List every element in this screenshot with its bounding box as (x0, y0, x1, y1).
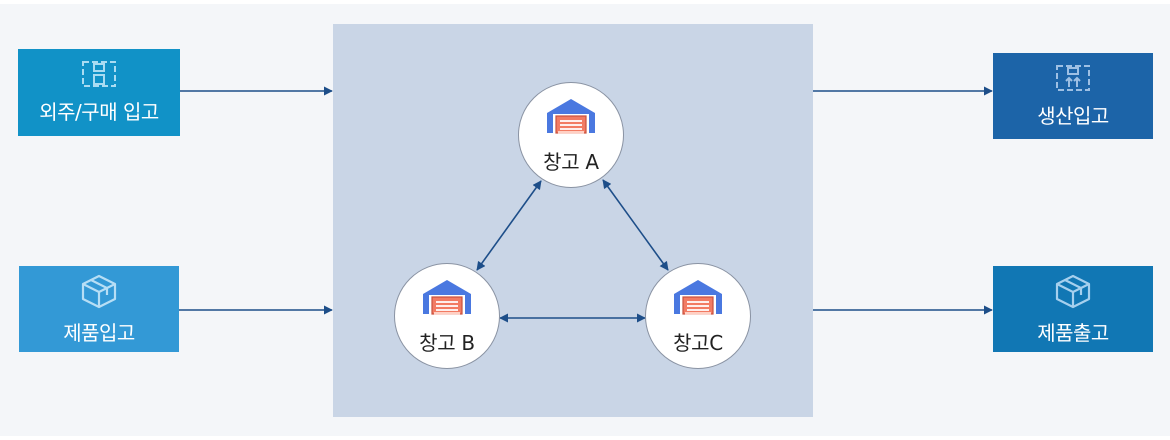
warehouse-node-c: 창고C (645, 263, 751, 369)
warehouse-icon (544, 96, 598, 140)
box-label: 생산입고 (1037, 103, 1109, 128)
warehouse-node-a: 창고 A (518, 82, 624, 188)
arrow-a-c (602, 179, 669, 271)
box-outsourcing-purchase-in: 외주/구매 입고 (18, 49, 180, 136)
warehouse-label: 창고C (673, 330, 723, 355)
cube-icon (79, 273, 119, 309)
box-arrows-up-icon (1053, 64, 1093, 92)
box-label: 제품출고 (1037, 320, 1109, 345)
box-product-out: 제품출고 (993, 266, 1153, 352)
box-production-in: 생산입고 (993, 53, 1153, 139)
box-label: 제품입고 (63, 320, 135, 345)
box-outline-icon (79, 60, 119, 88)
box-product-in: 제품입고 (19, 266, 179, 352)
warehouse-icon (420, 277, 474, 321)
cube-icon (1053, 273, 1093, 309)
arrow-a-b (476, 180, 542, 271)
warehouse-node-b: 창고 B (394, 263, 500, 369)
warehouse-icon (671, 277, 725, 321)
warehouse-label: 창고 B (419, 330, 475, 355)
warehouse-label: 창고 A (543, 149, 599, 174)
box-label: 외주/구매 입고 (39, 100, 159, 124)
